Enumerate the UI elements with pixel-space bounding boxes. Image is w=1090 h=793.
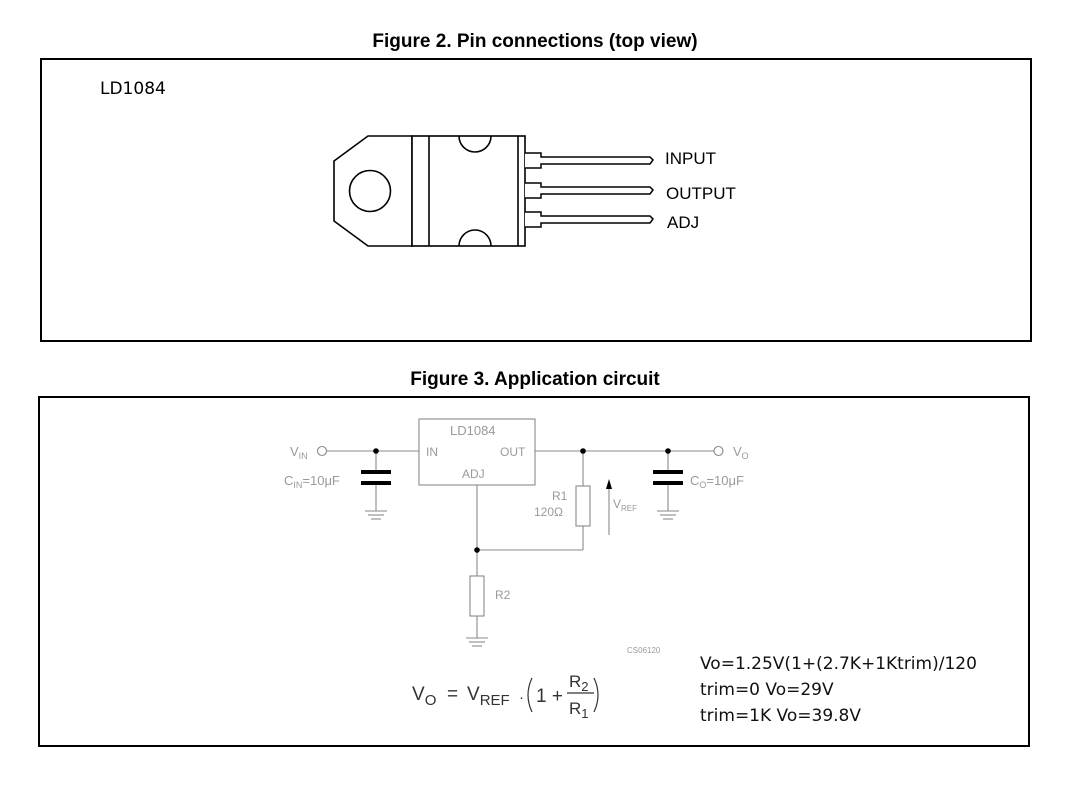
- pin-label-output: OUTPUT: [666, 184, 736, 203]
- r1-resistor: [575, 485, 591, 527]
- svg-text:CIN=10μF: CIN=10μF: [284, 473, 340, 490]
- figure-3-title: Figure 3. Application circuit: [410, 369, 660, 390]
- pin-input-lead: [525, 152, 654, 169]
- svg-text:R1: R1: [569, 699, 589, 721]
- note-line-3: trim=1K Vo=39.8V: [700, 706, 861, 726]
- note-line-1: Vo=1.25V(1+(2.7K+1Ktrim)/120: [700, 654, 977, 674]
- r2-name-label: R2: [495, 588, 511, 602]
- r1-name-label: R1: [552, 489, 568, 503]
- svg-text:VREF: VREF: [467, 684, 510, 709]
- co-capacitor: [653, 470, 683, 474]
- svg-text:·: ·: [519, 689, 524, 706]
- figure-2-title: Figure 2. Pin connections (top view): [372, 31, 698, 52]
- note-line-2: trim=0 Vo=29V: [700, 680, 834, 700]
- ic-pin-out-label: OUT: [500, 445, 526, 459]
- output-voltage-equation: VO = VREF · 1 + R2 R1: [412, 672, 599, 721]
- body-notch-bottom: [458, 229, 492, 247]
- to220-package-drawing: LD1084 INPUT OUTPUT ADJ: [100, 79, 736, 247]
- svg-text:VREF: VREF: [613, 497, 637, 513]
- vo-terminal: [713, 445, 724, 457]
- package-part-label: LD1084: [100, 79, 166, 99]
- regulator-ic: [418, 418, 536, 486]
- svg-text:1 +: 1 +: [536, 686, 563, 707]
- svg-text:VIN: VIN: [290, 444, 308, 461]
- cin-capacitor: [361, 470, 391, 474]
- svg-text:=: =: [447, 684, 458, 705]
- svg-text:R2: R2: [569, 672, 589, 694]
- package-body: [411, 135, 526, 247]
- application-circuit-schematic: VIN CIN=10μF LD1084 IN OUT ADJ VO CO=10μ…: [284, 418, 977, 726]
- r2-resistor: [469, 575, 485, 617]
- pin-label-input: INPUT: [665, 149, 716, 168]
- drawing-code: CS06120: [627, 646, 661, 655]
- svg-text:VO: VO: [412, 684, 436, 709]
- svg-text:VO: VO: [733, 444, 749, 461]
- pin-output-lead: [525, 182, 654, 199]
- body-notch-top: [458, 135, 492, 153]
- r1-value-label: 120Ω: [534, 505, 563, 519]
- pin-connections-figure: LD1084 INPUT OUTPUT ADJ: [40, 58, 1032, 342]
- vin-terminal: [316, 445, 328, 457]
- pin-adj-lead: [525, 211, 654, 228]
- ic-pin-adj-label: ADJ: [462, 467, 485, 481]
- ic-name-label: LD1084: [450, 423, 496, 438]
- application-circuit-figure: VIN CIN=10μF LD1084 IN OUT ADJ VO CO=10μ…: [38, 396, 1030, 747]
- mounting-hole: [348, 169, 392, 213]
- ic-pin-in-label: IN: [426, 445, 438, 459]
- pin-label-adj: ADJ: [667, 213, 699, 232]
- svg-text:CO=10μF: CO=10μF: [690, 473, 744, 490]
